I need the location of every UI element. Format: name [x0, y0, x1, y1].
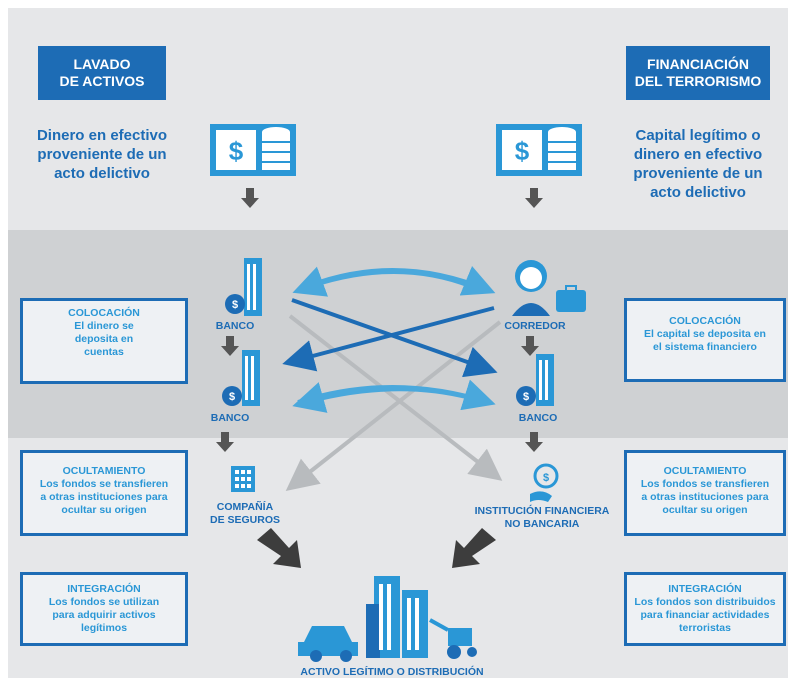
bank-building-icon-top: $ — [225, 258, 262, 316]
right-colocacion-box: COLOCACIÓN El capital se deposita en el … — [624, 298, 786, 382]
top-band — [8, 8, 788, 230]
tractor-icon — [429, 618, 477, 659]
svg-text:$: $ — [229, 136, 244, 166]
cash-coins-icon-left: $ — [210, 124, 296, 176]
broker-person-icon — [512, 260, 586, 316]
cash-coins-icon-right: $ — [496, 124, 582, 176]
down-arrow-icons — [216, 188, 543, 452]
svg-text:$: $ — [229, 391, 235, 403]
right-integracion-box: INTEGRACIÓN Los fondos son distribuidos … — [624, 572, 786, 646]
bank-building-icon-right: $ — [516, 354, 554, 406]
left-ocultamiento-box: OCULTAMIENTO Los fondos se transfieren a… — [20, 450, 188, 536]
destination-label: ACTIVO LEGÍTIMO O DISTRIBUCIÓN — [300, 666, 484, 678]
bank-label-right: BANCO — [518, 412, 558, 424]
city-buildings-icon — [366, 576, 428, 658]
insurance-building-icon — [231, 466, 255, 492]
right-ocultamiento-box: OCULTAMIENTO Los fondos se transfieren a… — [624, 450, 786, 536]
bank-label-left: BANCO — [210, 412, 250, 424]
left-integracion-box: INTEGRACIÓN Los fondos se utilizan para … — [20, 572, 188, 646]
broker-label: CORREDOR — [504, 320, 566, 332]
bank-label-top: BANCO — [215, 320, 255, 332]
svg-text:$: $ — [543, 472, 549, 484]
money-bag-hand-icon: $ — [530, 463, 559, 502]
svg-text:$: $ — [523, 391, 529, 403]
svg-text:$: $ — [515, 136, 530, 166]
left-colocacion-box: COLOCACIÓN El dinero se deposita en cuen… — [20, 298, 188, 384]
svg-text:$: $ — [232, 299, 238, 311]
car-icon — [298, 626, 358, 662]
bank-building-icon-left: $ — [222, 350, 260, 406]
big-down-arrows — [257, 528, 496, 568]
